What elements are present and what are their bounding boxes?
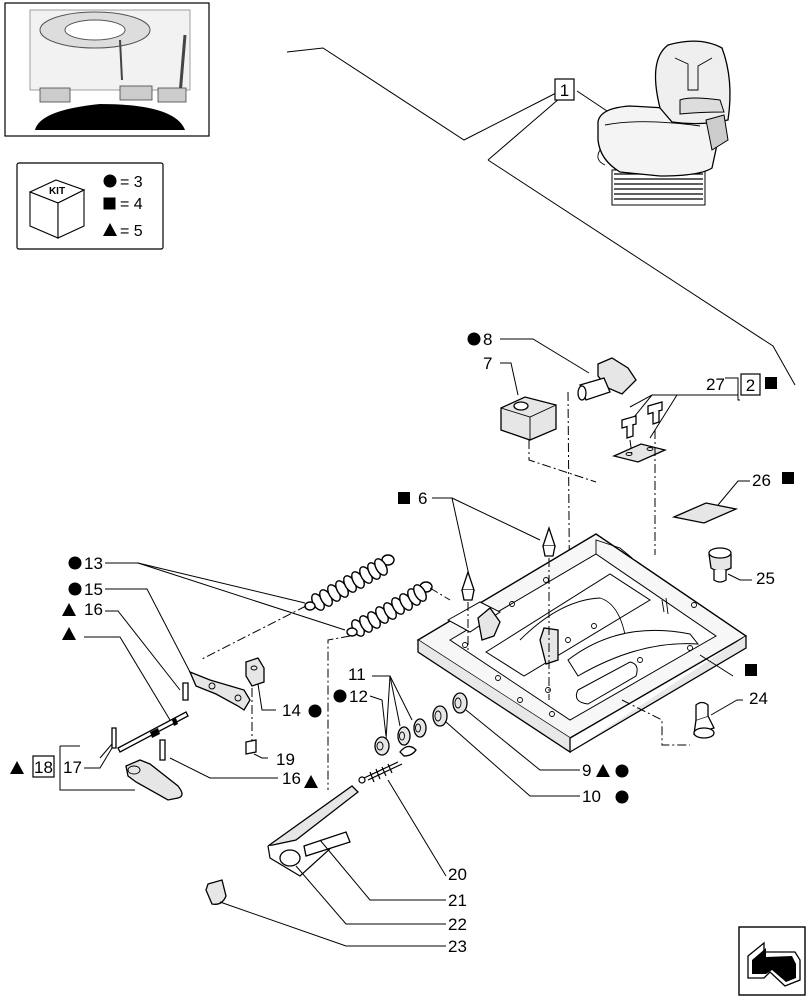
screw-part-27a [621, 415, 637, 439]
spring-part-13a [304, 554, 395, 611]
callout-22: 22 [448, 915, 467, 934]
callout-2: 2 [746, 376, 755, 395]
callout-25: 25 [756, 569, 775, 588]
bushing-part-23 [205, 879, 227, 905]
tractor-cab-thumbnail [4, 2, 210, 137]
kit-square-marker-6 [398, 492, 410, 504]
kit-circle-symbol [103, 174, 117, 188]
pin-part-17 [111, 727, 117, 749]
kit-square-symbol [103, 197, 116, 210]
callout-18: 18 [34, 758, 53, 777]
bumper-part-25 [708, 547, 732, 583]
kit-legend: KIT = 3 = 4 = 5 [16, 162, 164, 250]
callout-7: 7 [483, 354, 492, 373]
block-part-7 [500, 396, 557, 441]
kit-triangle-text: = 5 [120, 223, 143, 240]
pin-part-16-top [182, 682, 189, 701]
shaft-part-16 [117, 711, 189, 753]
bushing-part-12 [374, 736, 390, 756]
bolt-part-19 [245, 739, 257, 755]
spring-part-20 [358, 761, 403, 784]
callout-20: 20 [448, 865, 467, 884]
washers-part-11 [397, 718, 427, 746]
callout-11: 11 [348, 665, 366, 684]
callout-23: 23 [448, 937, 467, 956]
arm-part-21 [267, 785, 359, 877]
callout-24: 24 [749, 689, 768, 708]
cone-part-6a [542, 525, 556, 557]
pad-part-26 [671, 502, 739, 524]
callout-14: 14 [282, 701, 301, 720]
kit-square-text: = 4 [120, 196, 143, 213]
washer-part-9 [452, 692, 468, 714]
washer-part-10 [432, 705, 448, 727]
callout-10: 10 [582, 787, 601, 806]
plate-part-2 [612, 443, 667, 463]
callout-16-bottom: 16 [282, 769, 301, 788]
callout-16-top: 16 [84, 600, 103, 619]
callout-27: 27 [706, 375, 725, 394]
callout-6: 6 [418, 489, 427, 508]
callout-26: 26 [752, 471, 771, 490]
callout-21: 21 [448, 891, 467, 910]
kit-circle-text: = 3 [120, 174, 143, 191]
kit-triangle-symbol [103, 223, 117, 236]
pin-part-16-bottom [159, 739, 166, 761]
callout-17: 17 [63, 758, 82, 777]
clip-part-14 [245, 657, 265, 687]
seat-base-frame [416, 533, 748, 754]
spring-part-13b [346, 581, 433, 637]
kit-circle-marker [467, 332, 481, 346]
kit-square-marker [765, 377, 777, 389]
pin-part-8 [577, 357, 637, 401]
callout-8: 8 [483, 330, 492, 349]
callout-19: 19 [276, 750, 295, 769]
seat-assembly-icon [597, 40, 731, 206]
cone-part-6b [461, 569, 475, 601]
callout-12: 12 [349, 687, 368, 706]
handle-part-18 [125, 759, 183, 801]
kit-box-icon: KIT [28, 179, 86, 239]
callout-13: 13 [84, 554, 103, 573]
bolt-part-24 [693, 701, 715, 739]
next-page-arrow-icon[interactable] [738, 926, 806, 996]
kit-title: KIT [49, 186, 65, 197]
lever-part-15 [188, 670, 251, 711]
clip-part-11 [399, 745, 417, 757]
callout-1: 1 [560, 81, 569, 100]
callout-15: 15 [84, 580, 103, 599]
screw-part-27b [647, 401, 663, 425]
callout-9: 9 [582, 761, 591, 780]
